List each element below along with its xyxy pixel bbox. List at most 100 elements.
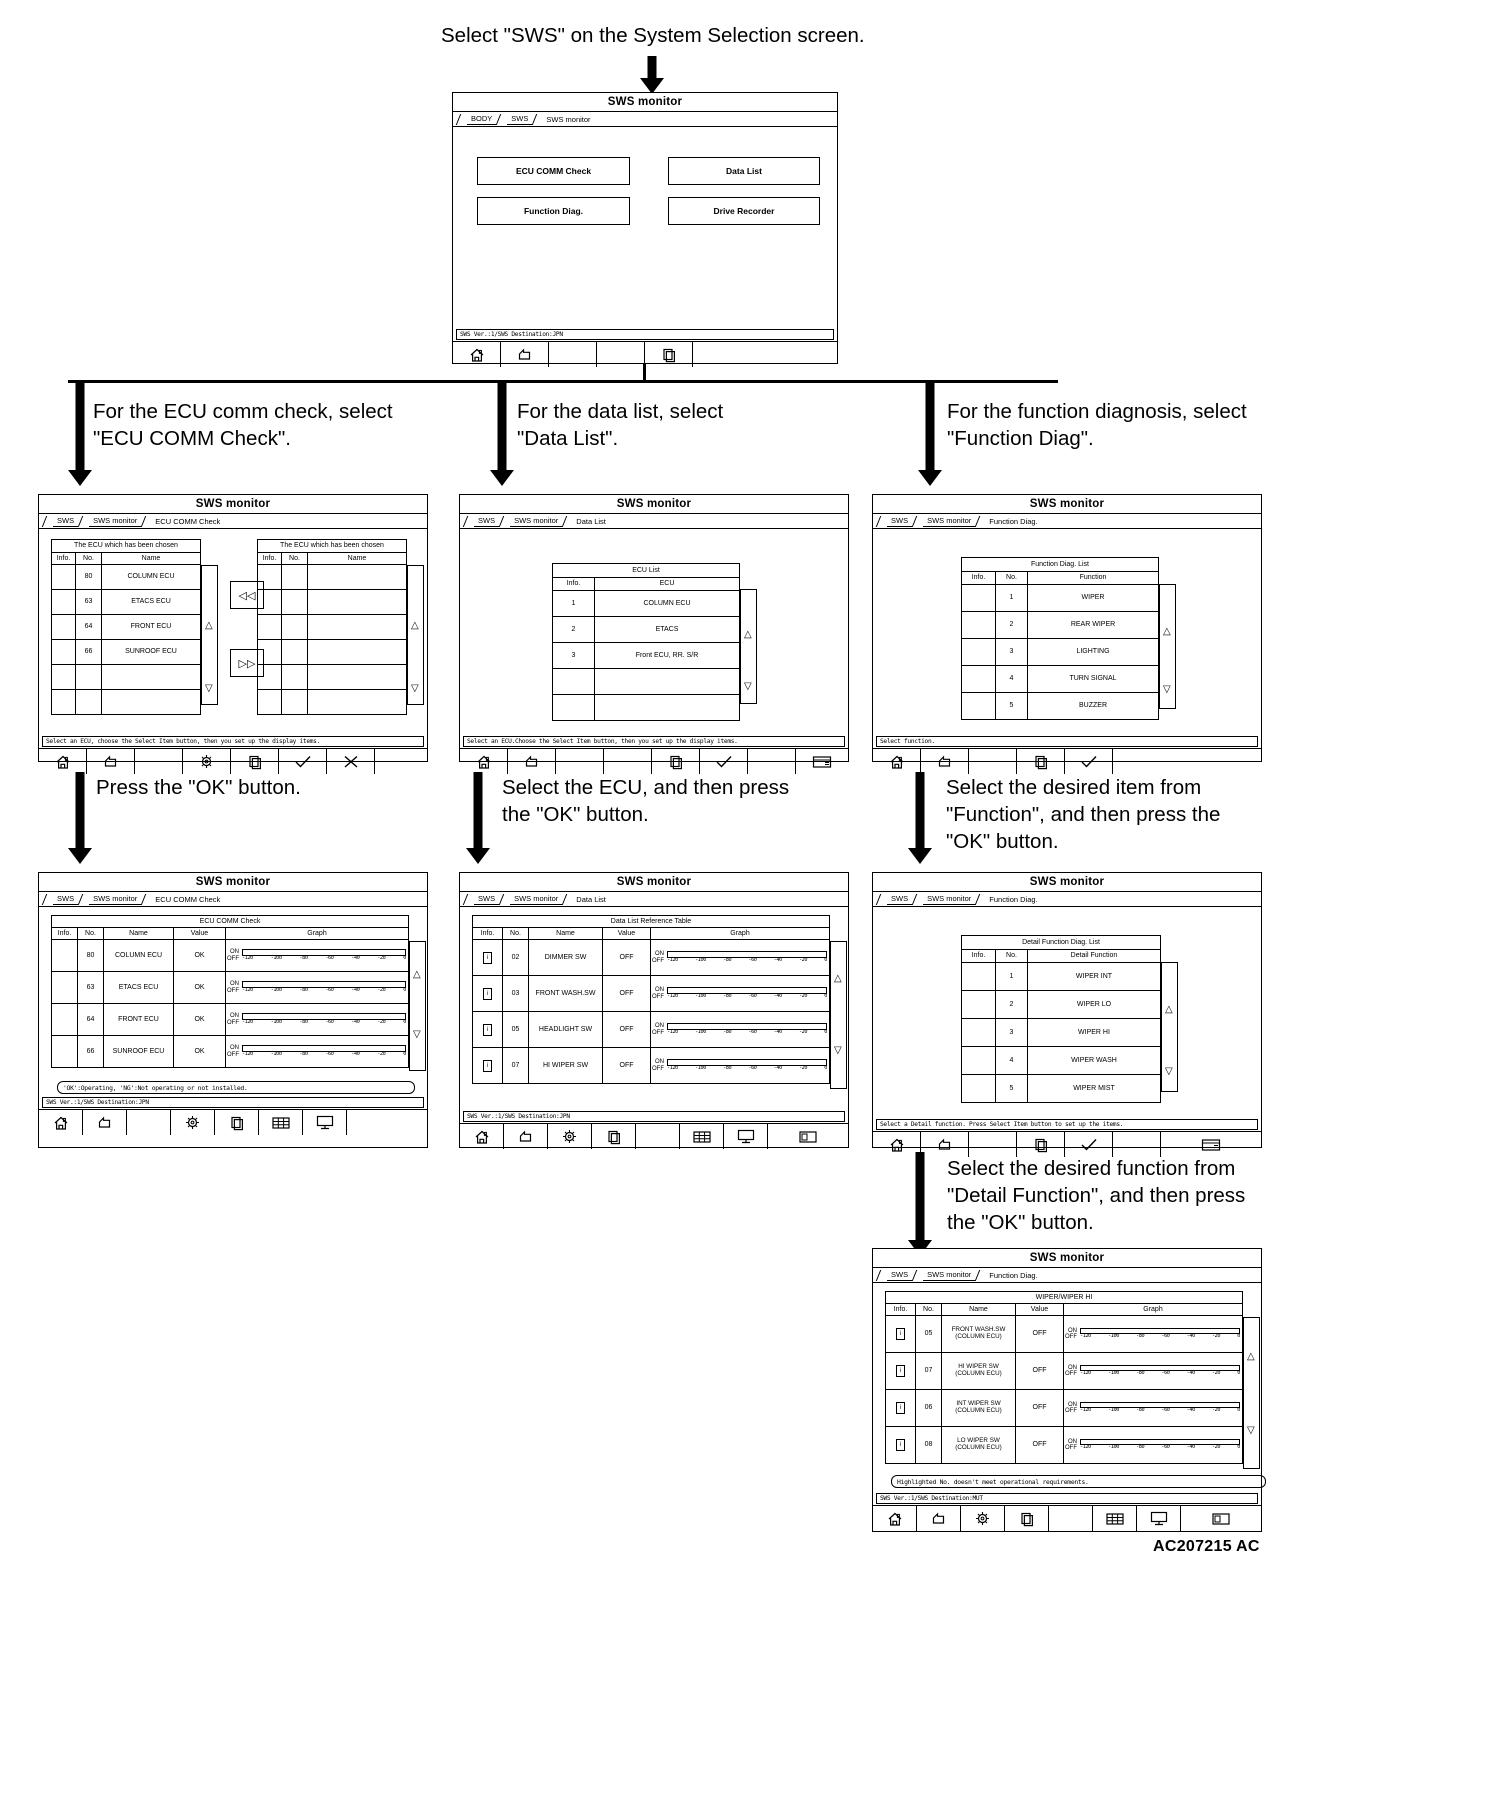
toolbar-back-button[interactable] (921, 1132, 969, 1157)
scroll-down-icon[interactable]: ▽ (1247, 1425, 1255, 1436)
scroll-down-icon[interactable]: ▽ (413, 1029, 421, 1040)
scroll-down-icon[interactable]: ▽ (744, 681, 752, 692)
breadcrumb-item-sws[interactable]: SWS (875, 1269, 913, 1281)
table-data-list-result[interactable]: Data List Reference Table Info. No. Name… (472, 915, 830, 1084)
info-icon[interactable]: i (896, 1402, 905, 1414)
toolbar-window-button[interactable] (1181, 1506, 1261, 1531)
toolbar-copy-button[interactable] (1005, 1506, 1049, 1531)
toolbar-table-button[interactable] (1093, 1506, 1137, 1531)
table-chosen-ecu[interactable]: The ECU which has been chosen Info. No. … (257, 539, 407, 715)
toolbar-slot-8[interactable] (347, 1110, 427, 1135)
breadcrumb-item-sws-monitor[interactable]: SWS monitor (911, 1269, 976, 1281)
info-icon[interactable]: i (896, 1328, 905, 1340)
toolbar-copy-button[interactable] (1017, 749, 1065, 774)
breadcrumb-item-sws[interactable]: SWS (496, 113, 533, 125)
scroll-up-icon[interactable]: △ (411, 620, 419, 631)
toolbar-slot-4[interactable] (604, 749, 652, 774)
table-row[interactable] (257, 664, 407, 690)
breadcrumb-item-sws[interactable]: SWS (41, 893, 79, 905)
toolbar-slot-5[interactable] (636, 1124, 680, 1149)
info-icon[interactable]: i (896, 1439, 905, 1451)
toolbar-table-button[interactable] (680, 1124, 724, 1149)
table-row[interactable] (257, 564, 407, 590)
breadcrumb-item-sws-monitor[interactable]: SWS monitor (911, 893, 976, 905)
scrollbar-left-table[interactable]: △ ▽ (201, 565, 218, 705)
toolbar-slot-3[interactable] (556, 749, 604, 774)
scroll-up-icon[interactable]: △ (744, 629, 752, 640)
breadcrumb-item-sws[interactable]: SWS (875, 893, 913, 905)
table-row[interactable] (51, 689, 201, 715)
scroll-down-icon[interactable]: ▽ (1163, 684, 1171, 695)
toolbar-home-button[interactable] (460, 749, 508, 774)
scroll-up-icon[interactable]: △ (1165, 1004, 1173, 1015)
toolbar-home-button[interactable] (873, 1132, 921, 1157)
scrollbar-ecu-list[interactable]: △ ▽ (740, 589, 757, 704)
table-row[interactable] (257, 589, 407, 615)
toolbar-slot-7[interactable] (748, 749, 796, 774)
toolbar-ok-button[interactable] (700, 749, 748, 774)
toolbar-home-button[interactable] (453, 342, 501, 367)
table-row[interactable] (257, 689, 407, 715)
breadcrumb-item-sws-monitor[interactable]: SWS monitor (498, 515, 563, 527)
toolbar-ok-button[interactable] (1065, 1132, 1113, 1157)
table-ecu-comm-result[interactable]: ECU COMM Check Info. No. Name Value Grap… (51, 915, 409, 1068)
breadcrumb-item-sws[interactable]: SWS (462, 515, 500, 527)
scrollbar-detail-list[interactable]: △ ▽ (1161, 962, 1178, 1092)
toolbar-slot-8[interactable] (375, 749, 427, 774)
toolbar-home-button[interactable] (873, 1506, 917, 1531)
breadcrumb-item-sws-monitor[interactable]: SWS monitor (498, 893, 563, 905)
table-available-ecu[interactable]: The ECU which has been chosen Info. No. … (51, 539, 201, 715)
toolbar-save-button[interactable] (1161, 1132, 1261, 1157)
button-function-diag[interactable]: Function Diag. (477, 197, 630, 225)
toolbar-home-button[interactable] (39, 1110, 83, 1135)
table-row[interactable] (552, 694, 740, 721)
scroll-down-icon[interactable]: ▽ (205, 683, 213, 694)
button-drive-recorder[interactable]: Drive Recorder (668, 197, 820, 225)
breadcrumb-item-body[interactable]: BODY (455, 113, 497, 125)
breadcrumb-item-sws[interactable]: SWS (462, 893, 500, 905)
toolbar-copy-button[interactable] (592, 1124, 636, 1149)
scrollbar-result[interactable]: △ ▽ (1243, 1317, 1260, 1469)
toolbar-copy-button[interactable] (215, 1110, 259, 1135)
button-ecu-comm-check[interactable]: ECU COMM Check (477, 157, 630, 185)
toolbar-cancel-button[interactable] (327, 749, 375, 774)
toolbar-monitor-button[interactable] (1137, 1506, 1181, 1531)
toolbar-window-button[interactable] (768, 1124, 848, 1149)
toolbar-slot-6[interactable] (1113, 1132, 1161, 1157)
toolbar-slot-6[interactable] (1113, 749, 1261, 774)
toolbar-slot-3[interactable] (969, 1132, 1017, 1157)
scrollbar-function-list[interactable]: △ ▽ (1159, 584, 1176, 709)
toolbar-slot-3[interactable] (127, 1110, 171, 1135)
info-icon[interactable]: i (483, 951, 492, 964)
toolbar-slot-6[interactable] (693, 342, 837, 367)
toolbar-home-button[interactable] (39, 749, 87, 774)
table-row[interactable] (257, 639, 407, 665)
toolbar-settings-button[interactable] (171, 1110, 215, 1135)
toolbar-back-button[interactable] (508, 749, 556, 774)
scroll-up-icon[interactable]: △ (1163, 626, 1171, 637)
table-function-list[interactable]: Function Diag. List Info. No. Function 1… (961, 557, 1159, 720)
breadcrumb-item-sws-monitor[interactable]: SWS monitor (77, 515, 142, 527)
scrollbar-result[interactable]: △ ▽ (830, 941, 847, 1089)
table-wiper-result[interactable]: WIPER/WIPER HI Info. No. Name Value Grap… (885, 1291, 1243, 1464)
breadcrumb-item-sws-monitor[interactable]: SWS monitor (911, 515, 976, 527)
